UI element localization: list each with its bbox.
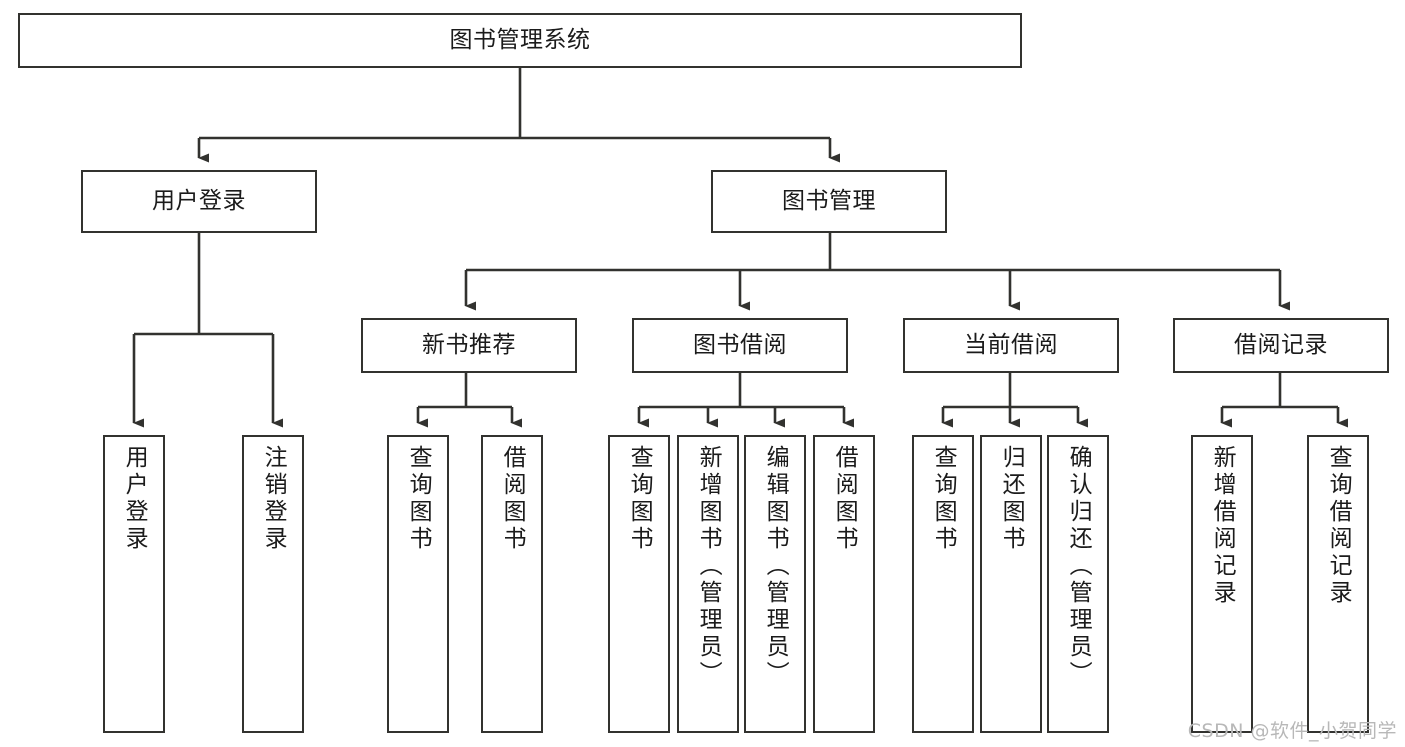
node-label: 查询图书 [405, 445, 432, 553]
leaf-query-book-cb[interactable]: 查询图书 [912, 435, 974, 733]
node-label: 确认归还（管理员） [1065, 445, 1092, 688]
leaf-query-book-bb[interactable]: 查询图书 [608, 435, 670, 733]
node-label: 注销登录 [260, 445, 287, 553]
node-label: 当前借阅 [964, 332, 1058, 359]
node-book-borrowing[interactable]: 图书借阅 [632, 318, 848, 373]
node-borrowing-record[interactable]: 借阅记录 [1173, 318, 1389, 373]
node-root-book-management-system[interactable]: 图书管理系统 [18, 13, 1022, 68]
node-label: 新增借阅记录 [1209, 445, 1236, 607]
node-label: 查询借阅记录 [1325, 445, 1352, 607]
node-label: 查询图书 [626, 445, 653, 553]
leaf-add-book-admin[interactable]: 新增图书（管理员） [677, 435, 739, 733]
leaf-user-login[interactable]: 用户登录 [103, 435, 165, 733]
node-label: 编辑图书（管理员） [762, 445, 789, 688]
node-label: 图书管理系统 [449, 27, 591, 54]
node-user-login[interactable]: 用户登录 [81, 170, 317, 233]
node-label: 借阅记录 [1234, 332, 1328, 359]
node-label: 借阅图书 [831, 445, 858, 553]
node-label: 用户登录 [152, 188, 246, 215]
node-label: 图书管理 [782, 188, 876, 215]
node-book-management[interactable]: 图书管理 [711, 170, 947, 233]
leaf-return-book[interactable]: 归还图书 [980, 435, 1042, 733]
leaf-borrow-book-nbr[interactable]: 借阅图书 [481, 435, 543, 733]
node-label: 查询图书 [930, 445, 957, 553]
node-current-borrowing[interactable]: 当前借阅 [903, 318, 1119, 373]
node-label: 归还图书 [998, 445, 1025, 553]
node-new-book-recommendation[interactable]: 新书推荐 [361, 318, 577, 373]
leaf-query-book-nbr[interactable]: 查询图书 [387, 435, 449, 733]
leaf-borrow-book-bb[interactable]: 借阅图书 [813, 435, 875, 733]
leaf-query-borrow-record[interactable]: 查询借阅记录 [1307, 435, 1369, 733]
node-label: 新增图书（管理员） [695, 445, 722, 688]
node-label: 借阅图书 [499, 445, 526, 553]
leaf-edit-book-admin[interactable]: 编辑图书（管理员） [744, 435, 806, 733]
node-label: 新书推荐 [422, 332, 516, 359]
leaf-logout[interactable]: 注销登录 [242, 435, 304, 733]
leaf-add-borrow-record[interactable]: 新增借阅记录 [1191, 435, 1253, 733]
node-label: 用户登录 [121, 445, 148, 553]
leaf-confirm-return-admin[interactable]: 确认归还（管理员） [1047, 435, 1109, 733]
node-label: 图书借阅 [693, 332, 787, 359]
